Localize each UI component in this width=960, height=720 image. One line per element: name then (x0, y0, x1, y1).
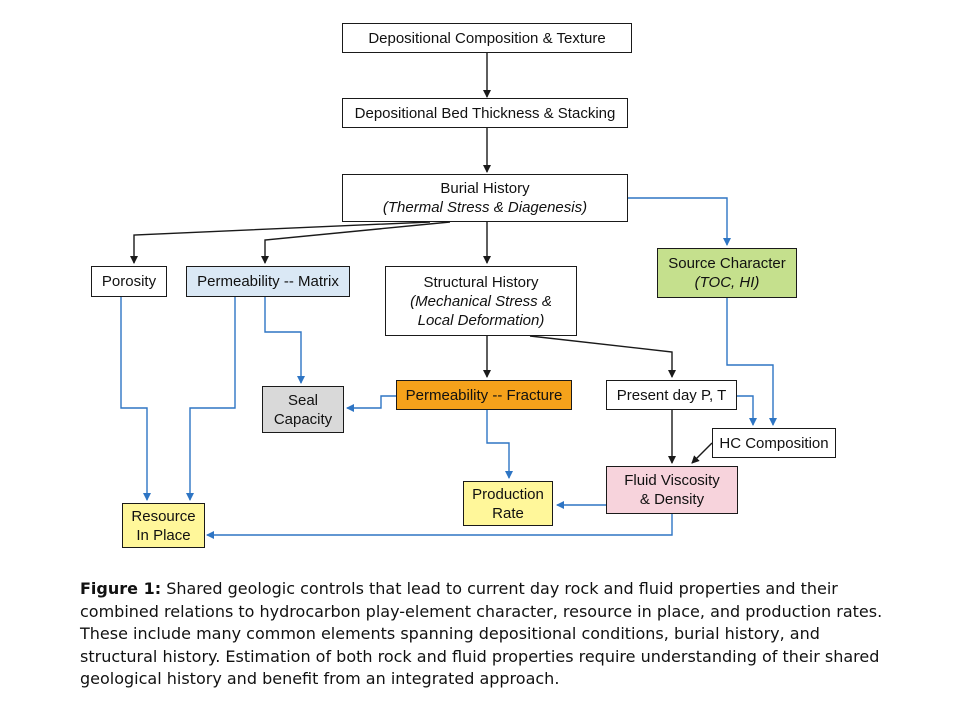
node-subtitle: (TOC, HI) (694, 274, 760, 291)
arrow-fluid-to-resource (206, 514, 673, 539)
node-permeability-matrix: Permeability -- Matrix (186, 266, 350, 297)
node-title: Source Character (668, 255, 786, 272)
node-text: Present day P, T (616, 386, 727, 404)
node-text: Resource (131, 507, 196, 525)
node-porosity: Porosity (91, 266, 167, 297)
node-depositional-composition: Depositional Composition & Texture (342, 23, 632, 53)
node-text: Seal (287, 391, 319, 409)
node-depositional-bed-thickness: Depositional Bed Thickness & Stacking (342, 98, 628, 128)
node-text: Rate (492, 504, 524, 522)
arrow-perm-matrix-to-resource (186, 297, 236, 501)
node-subtitle: (Thermal Stress & Diagenesis) (382, 199, 588, 216)
figure-caption: Figure 1: Shared geologic controls that … (80, 578, 890, 691)
node-text: Porosity (101, 273, 157, 290)
arrow-source-to-hc (726, 298, 777, 426)
node-text: Production (472, 485, 544, 503)
arrow-perm-fracture-to-production (486, 410, 513, 479)
node-text: Depositional Composition & Texture (368, 29, 606, 47)
node-title: Structural History (423, 273, 539, 291)
node-present-day-pt: Present day P, T (606, 380, 737, 410)
node-subtitle: Local Deformation) (417, 311, 545, 329)
node-text: Permeability -- Fracture (405, 386, 563, 404)
node-text: Permeability -- Matrix (197, 273, 339, 290)
node-hc-composition: HC Composition (712, 428, 836, 458)
node-source-character: Source Character (TOC, HI) (657, 248, 797, 298)
node-text: Fluid Viscosity (624, 472, 720, 489)
node-text: Capacity (273, 410, 333, 428)
caption-label: Figure 1: (80, 579, 162, 598)
arrow-structural-to-present-day (529, 335, 676, 378)
node-resource-in-place: Resource In Place (122, 503, 205, 548)
node-permeability-fracture: Permeability -- Fracture (396, 380, 572, 410)
arrow-perm-fracture-to-seal (346, 395, 396, 412)
arrow-burial-to-source (628, 197, 731, 246)
node-structural-history: Structural History (Mechanical Stress & … (385, 266, 577, 336)
caption-text: Shared geologic controls that lead to cu… (80, 579, 883, 689)
connector-arrows (120, 53, 777, 539)
node-text: In Place (136, 526, 191, 544)
arrow-porosity-to-resource (120, 297, 151, 501)
node-text: & Density (639, 491, 705, 508)
arrow-burial-to-perm-matrix (261, 221, 451, 264)
node-title: Burial History (440, 180, 530, 197)
arrow-hc-to-fluid (691, 442, 713, 464)
node-seal-capacity: Seal Capacity (262, 386, 344, 433)
arrow-burial-to-porosity (130, 221, 431, 264)
node-burial-history: Burial History (Thermal Stress & Diagene… (342, 174, 628, 222)
node-text: HC Composition (719, 434, 829, 452)
flowchart-diagram: Depositional Composition & Texture Depos… (91, 23, 836, 548)
node-subtitle: (Mechanical Stress & (410, 292, 552, 310)
node-production-rate: Production Rate (463, 481, 553, 526)
node-text: Depositional Bed Thickness & Stacking (354, 104, 616, 122)
node-fluid-viscosity-density: Fluid Viscosity & Density (606, 466, 738, 514)
arrow-perm-matrix-to-seal (264, 297, 305, 384)
arrow-present-day-to-hc (737, 395, 757, 426)
